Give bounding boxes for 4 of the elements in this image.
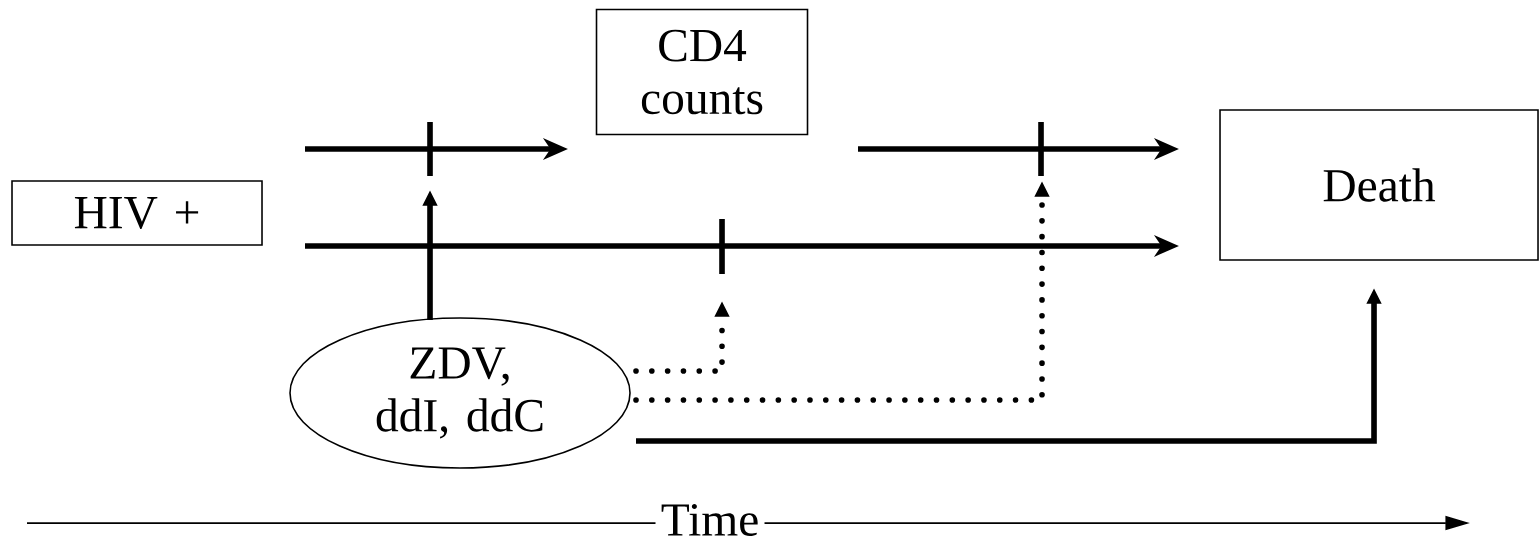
axis-label: Time — [661, 504, 758, 536]
process-box: CD4 counts — [595, 8, 809, 136]
outcome-box: Death — [1219, 109, 1539, 261]
process-box: HIV + — [11, 180, 263, 246]
